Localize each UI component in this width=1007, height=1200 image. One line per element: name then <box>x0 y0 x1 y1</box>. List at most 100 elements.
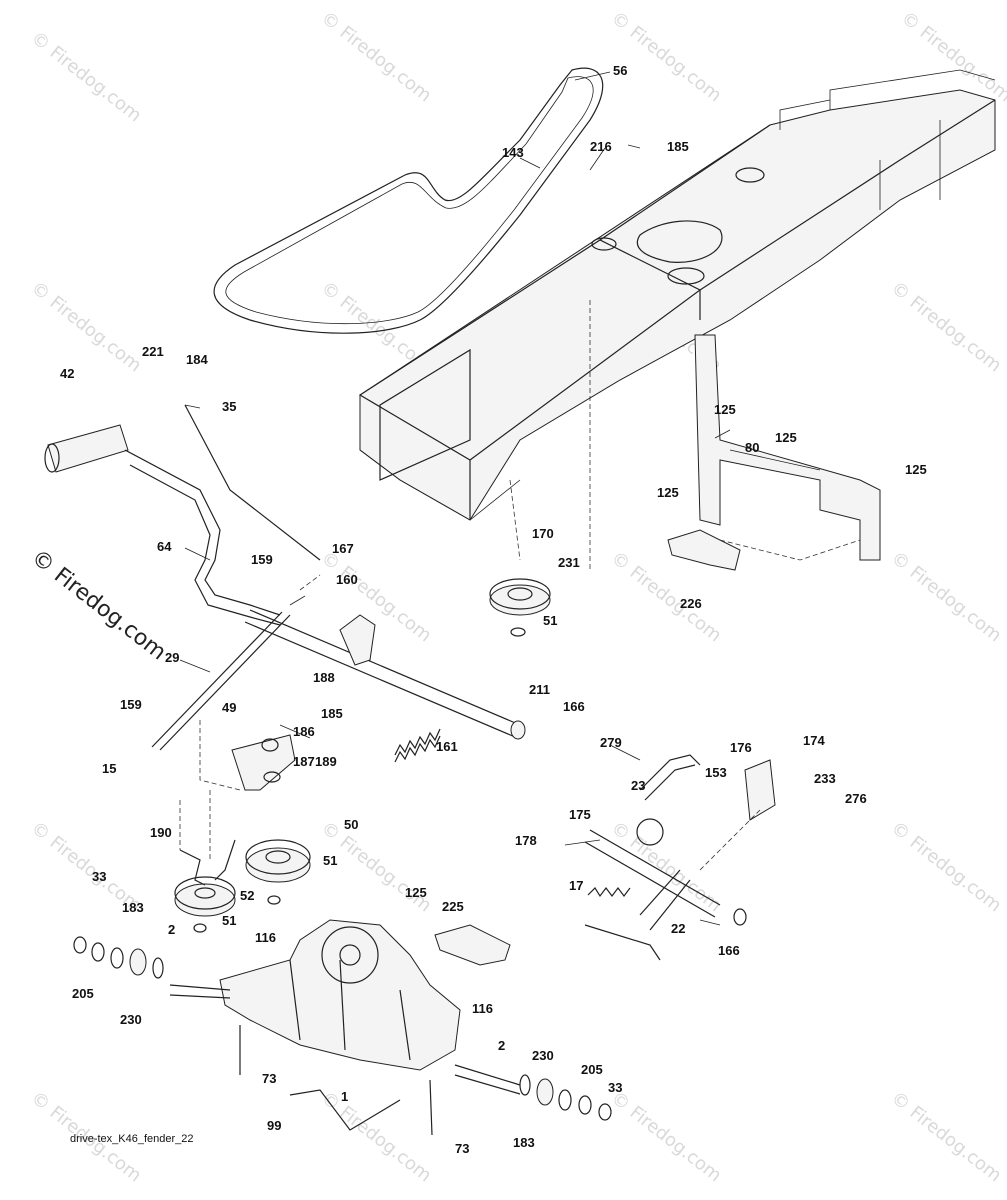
part-label: 125 <box>775 430 797 445</box>
watermark: © Firedog.com <box>317 547 435 646</box>
bracket-176 <box>744 759 776 821</box>
part-label: 231 <box>558 555 580 570</box>
right-hub-parts <box>519 1074 612 1121</box>
bracket-80 <box>694 334 881 561</box>
part-label: 23 <box>631 778 645 793</box>
rod-99 <box>289 1089 401 1131</box>
part-label: 233 <box>814 771 836 786</box>
part-label: 183 <box>122 900 144 915</box>
part-label: 205 <box>581 1062 603 1077</box>
rod-35 <box>184 404 321 561</box>
o-ring-23 <box>636 818 664 846</box>
part-label: 279 <box>600 735 622 750</box>
idler-pulley-231 <box>489 578 551 637</box>
part-label: 159 <box>120 697 142 712</box>
part-label: 184 <box>186 352 208 367</box>
part-label: 166 <box>563 699 585 714</box>
part-label: 56 <box>613 63 627 78</box>
part-label: 187 <box>293 754 315 769</box>
watermark: © Firedog.com <box>887 547 1005 646</box>
part-label: 116 <box>472 1001 493 1016</box>
part-label: 52 <box>240 888 254 903</box>
rod-29 <box>151 611 291 751</box>
part-label: 178 <box>515 833 537 848</box>
spring-17 <box>587 887 631 898</box>
watermark: © Firedog.com <box>317 1087 435 1186</box>
part-label: 153 <box>705 765 727 780</box>
frame-chassis <box>358 69 996 521</box>
watermark: © Firedog.com <box>607 7 725 106</box>
watermark: © Firedog.com <box>27 27 145 126</box>
part-label: 230 <box>120 1012 142 1027</box>
watermark: © Firedog.com <box>887 277 1005 376</box>
part-number-labels: 56 143 216 185 221 184 42 35 125 80 125 … <box>60 63 927 1156</box>
spring-161 <box>394 728 441 763</box>
part-label: 226 <box>680 596 702 611</box>
watermark: © Firedog.com <box>27 277 145 376</box>
spring-clip-190 <box>179 839 236 886</box>
part-label: 125 <box>905 462 927 477</box>
part-label: 159 <box>251 552 273 567</box>
part-label: 15 <box>102 761 116 776</box>
part-label: 99 <box>267 1118 281 1133</box>
watermark-large: © Firedog.com <box>26 545 170 665</box>
part-label: 161 <box>436 739 458 754</box>
part-label: 125 <box>657 485 679 500</box>
part-label: 175 <box>569 807 591 822</box>
part-label: 2 <box>168 922 175 937</box>
linkage-279 <box>639 754 701 801</box>
part-label: 33 <box>92 869 106 884</box>
bracket-226 <box>667 529 741 571</box>
part-label: 166 <box>718 943 740 958</box>
part-label: 80 <box>745 440 759 455</box>
watermark: © Firedog.com <box>887 817 1005 916</box>
part-label: 51 <box>543 613 557 628</box>
part-label: 160 <box>336 572 358 587</box>
part-label: 29 <box>165 650 179 665</box>
part-label: 125 <box>714 402 736 417</box>
part-label: 35 <box>222 399 236 414</box>
pedal-rod-64 <box>124 449 281 626</box>
part-label: 176 <box>730 740 752 755</box>
part-label: 174 <box>803 733 825 748</box>
watermark: © Firedog.com <box>607 817 725 916</box>
part-label: 51 <box>323 853 337 868</box>
watermark: © Firedog.com <box>607 1087 725 1186</box>
watermark: © Firedog.com <box>887 1087 1005 1186</box>
part-label: 230 <box>532 1048 554 1063</box>
part-label: 49 <box>222 700 236 715</box>
part-label: 50 <box>344 817 358 832</box>
left-hub-parts <box>73 936 164 979</box>
pulley-52 <box>174 876 236 933</box>
part-label: 2 <box>498 1038 505 1053</box>
part-label: 42 <box>60 366 74 381</box>
part-label: 170 <box>532 526 554 541</box>
part-label: 1 <box>341 1089 348 1104</box>
pedal-grip-42 <box>44 424 129 473</box>
part-label: 125 <box>405 885 427 900</box>
part-label: 190 <box>150 825 172 840</box>
transaxle-1 <box>169 919 521 1095</box>
part-label: 276 <box>845 791 867 806</box>
part-label: 188 <box>313 670 335 685</box>
part-label: 186 <box>293 724 315 739</box>
cross-shaft <box>244 609 526 740</box>
part-label: 221 <box>142 344 164 359</box>
plate-189 <box>231 734 296 791</box>
drive-belt <box>213 67 604 334</box>
part-label: 73 <box>455 1141 469 1156</box>
pulley-50 <box>245 839 311 905</box>
part-label: 17 <box>569 878 583 893</box>
part-label: 211 <box>529 682 550 697</box>
shaft-178 <box>584 829 747 961</box>
part-label: 64 <box>157 539 172 554</box>
part-label: 185 <box>667 139 689 154</box>
bracket-225 <box>434 924 511 966</box>
bolts-73 <box>239 1025 433 1136</box>
part-label: 205 <box>72 986 94 1001</box>
part-label: 22 <box>671 921 685 936</box>
part-label: 51 <box>222 913 236 928</box>
part-label: 183 <box>513 1135 535 1150</box>
part-label: 216 <box>590 139 612 154</box>
